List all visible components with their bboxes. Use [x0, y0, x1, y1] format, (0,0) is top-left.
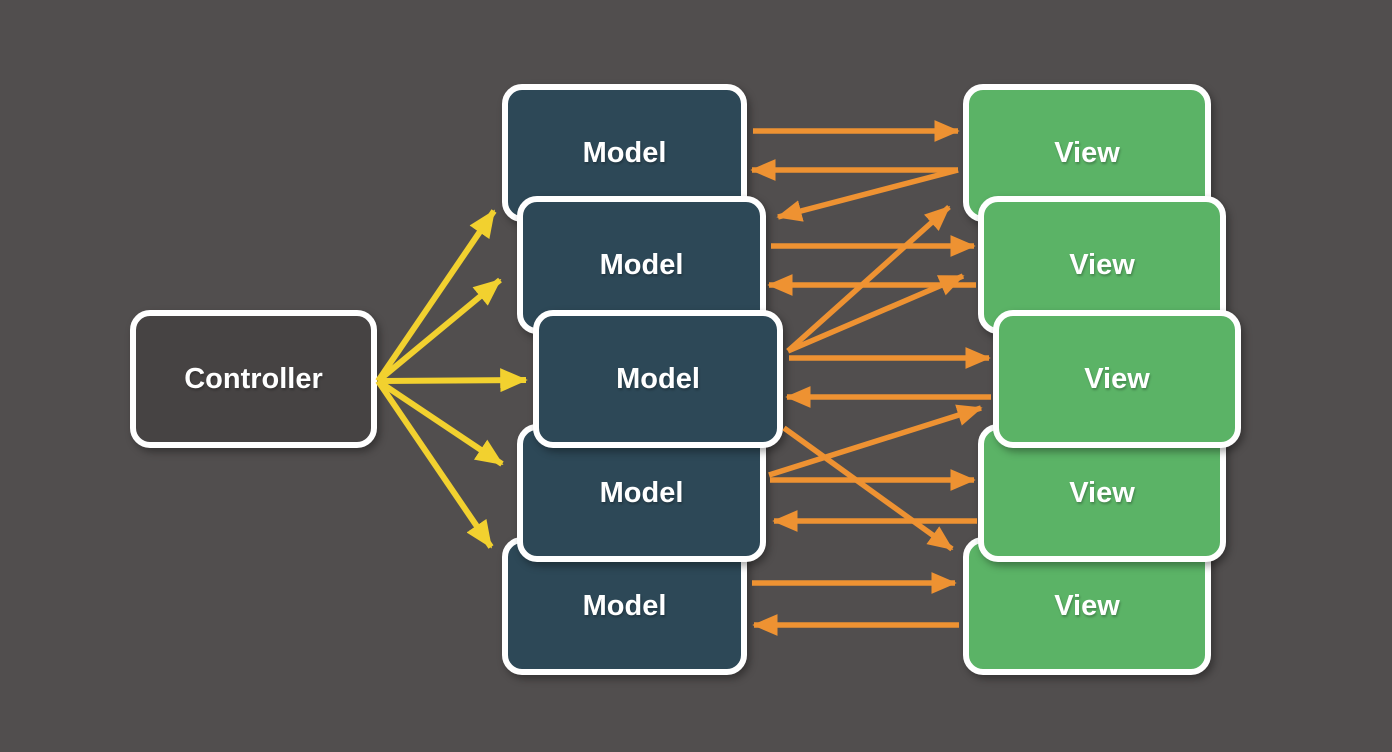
view-label-1: View	[1054, 136, 1120, 169]
view-label-5: View	[1054, 589, 1120, 622]
arrow-view-1-to-model-2	[776, 167, 959, 222]
model-label-4: Model	[599, 476, 684, 509]
arrow-controller-to-model-5	[375, 379, 494, 549]
arrow-model-3-to-view-5	[782, 425, 954, 552]
arrow-controller-to-model-1	[375, 209, 497, 383]
view-box-3: View	[993, 310, 1241, 448]
view-label-2: View	[1069, 248, 1135, 281]
view-label-3: View	[1084, 362, 1150, 395]
view-label-4: View	[1069, 476, 1135, 509]
controller-box: Controller	[130, 310, 377, 448]
controller-label: Controller	[184, 362, 323, 395]
model-label-2: Model	[599, 248, 684, 281]
model-label-3: Model	[616, 362, 700, 395]
arrow-controller-to-model-2	[376, 277, 502, 384]
arrow-controller-to-model-4	[376, 378, 504, 467]
arrow-model-3-to-view-1	[786, 204, 951, 354]
arrow-model-3-to-view-2	[786, 273, 965, 354]
model-label-1: Model	[582, 136, 667, 169]
arrow-controller-to-model-3	[377, 368, 528, 393]
model-label-5: Model	[582, 589, 667, 622]
model-box-3: Model	[533, 310, 783, 448]
arrow-model-4-to-view-3	[768, 404, 983, 478]
